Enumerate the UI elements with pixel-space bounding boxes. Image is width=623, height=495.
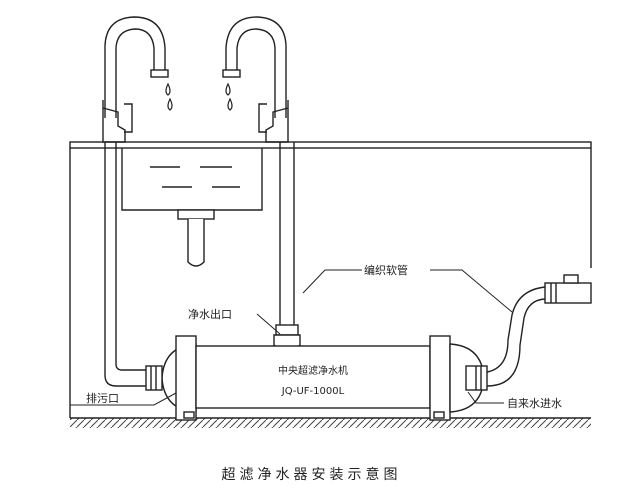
left-faucet bbox=[102, 16, 169, 143]
sink-basin bbox=[121, 148, 263, 267]
filter-unit bbox=[145, 335, 488, 421]
outlet-pipe bbox=[273, 142, 301, 351]
hose-label: 编织软管 bbox=[364, 263, 408, 277]
callout-lines bbox=[70, 269, 513, 406]
water-drops-right bbox=[225, 82, 233, 111]
braided-hose bbox=[486, 274, 592, 387]
drain-pipe bbox=[104, 142, 146, 387]
floor bbox=[70, 417, 591, 428]
water-drops-left bbox=[165, 82, 173, 111]
unit-name-label: 中央超滤净水机 bbox=[278, 364, 348, 377]
diagram-caption: 超滤净水器安装示意图 bbox=[221, 467, 402, 483]
inlet-label: 自来水进水 bbox=[507, 397, 562, 410]
right-faucet bbox=[222, 16, 289, 143]
outlet-label: 净水出口 bbox=[188, 307, 232, 321]
drain-label: 排污口 bbox=[86, 391, 119, 405]
cabinet bbox=[69, 141, 592, 418]
model-label: JQ-UF-1000L bbox=[281, 386, 345, 397]
